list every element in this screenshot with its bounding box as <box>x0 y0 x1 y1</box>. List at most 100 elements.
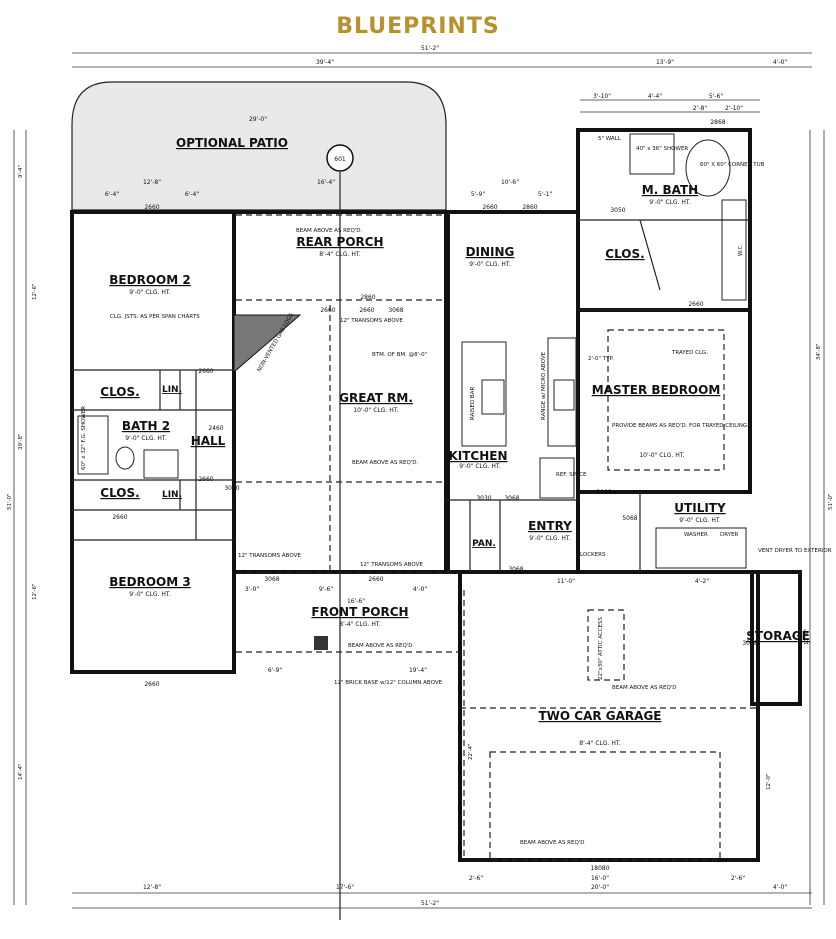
note-beam-rear: BEAM ABOVE AS REQ'D. <box>296 228 363 234</box>
door-tag: 2860 <box>360 294 375 301</box>
dim-front-5: 16'-6" <box>347 598 365 605</box>
fireplace <box>233 314 302 374</box>
room-bath-2: BATH 2 <box>122 419 170 433</box>
door-tag: 5068 <box>622 515 637 522</box>
room-front-porch: FRONT PORCH <box>311 605 408 619</box>
dim-left-4: 14'-4" <box>18 763 24 780</box>
room-dining-ht: 9'-0" CLG. HT. <box>469 261 511 268</box>
door-tags: 2660 2660 2860 2660 2660 3068 3068 2660 … <box>112 119 757 872</box>
note-wic: W.C. <box>738 244 744 256</box>
dim-left-2: 39'-8" <box>18 433 24 450</box>
room-labels: OPTIONAL PATIO REAR PORCH 8'-4" CLG. HT.… <box>100 136 810 747</box>
dimension-lines <box>13 52 825 909</box>
interior-walls <box>72 214 758 861</box>
dim-overall-top: 51'-2" <box>421 45 439 52</box>
dim-top-row-0: 3'-10" <box>593 93 611 100</box>
dim-left-1: 12'-6" <box>32 283 38 300</box>
door-tag: 3050 <box>610 207 625 214</box>
dim-right-0: 34'-8" <box>816 343 822 360</box>
dim-front-1: 9'-6" <box>319 586 333 593</box>
door-tag: 3068 <box>742 640 757 647</box>
room-great-room-ht: 10'-0" CLG. HT. <box>353 407 398 414</box>
room-bedroom-3: BEDROOM 3 <box>109 575 190 589</box>
dim-front-6: 11'-0" <box>557 578 575 585</box>
room-optional-patio: OPTIONAL PATIO <box>176 136 288 150</box>
note-clg-jsts: CLG. JSTS. AS PER SPAN CHARTS <box>110 314 200 320</box>
optional-patio <box>71 81 447 211</box>
door-tag: 3030 <box>476 495 491 502</box>
door-tag: 2660 <box>144 681 159 688</box>
room-hall: HALL <box>191 434 226 448</box>
room-bedroom-2: BEDROOM 2 <box>109 273 190 287</box>
dim-porch-2: 6'-4" <box>105 191 119 198</box>
room-master-closet: CLOS. <box>605 247 644 261</box>
room-bedroom-2-ht: 9'-0" CLG. HT. <box>129 289 171 296</box>
dim-right-3: 22'-4" <box>468 743 474 760</box>
note-dryer: DRYER <box>720 532 739 538</box>
room-great-room: GREAT RM. <box>339 391 413 405</box>
dim-garage-2: 2'-6" <box>731 875 745 882</box>
room-closet-2: CLOS. <box>100 486 139 500</box>
dim-top-row-4: 2'-10" <box>725 105 743 112</box>
room-pantry: PAN. <box>472 539 496 549</box>
dim-top-row-2: 5'-6" <box>709 93 723 100</box>
room-linen-1: LIN. <box>162 385 182 395</box>
door-tag: 3030 <box>224 485 239 492</box>
dim-porch-4: 5'-9" <box>471 191 485 198</box>
dim-porch-3: 6'-4" <box>185 191 199 198</box>
door-tag: 2660 <box>688 301 703 308</box>
dim-overall-left: 51'-0" <box>7 493 13 510</box>
dim-bottom-1: 17'-6" <box>336 884 354 891</box>
dim-top-b: 13'-9" <box>656 59 674 66</box>
note-typ: 2'-0" TYP. <box>588 356 614 362</box>
section-tag: 601 <box>334 156 346 163</box>
room-entry: ENTRY <box>528 519 572 533</box>
room-front-porch-ht: 8'-4" CLG. HT. <box>339 621 381 628</box>
note-beam-garage2: BEAM ABOVE AS REQ'D <box>520 840 585 846</box>
note-transoms-rear: 12" TRANSOMS ABOVE <box>340 318 403 324</box>
door-tag: 3068 <box>508 566 523 573</box>
door-tag: 3068 <box>596 489 611 496</box>
note-raised-bar: RAISED BAR <box>470 387 476 420</box>
door-tag: 2660 <box>368 576 383 583</box>
dim-bottom-3: 4'-0" <box>773 884 787 891</box>
note-washer: WASHER <box>684 532 708 538</box>
door-tag: 18080 <box>590 865 609 872</box>
dimension-texts: 51'-2" 51'-2" 51'-0" 51'-0" 39'-4" 13'-9… <box>7 45 834 907</box>
dim-garage-0: 2'-6" <box>469 875 483 882</box>
door-tag: 3068 <box>504 495 519 502</box>
door-tag: 2660 <box>320 307 335 314</box>
room-utility: UTILITY <box>674 501 726 515</box>
door-tag: 2660 <box>359 307 374 314</box>
room-master-bedroom: MASTER BEDROOM <box>592 383 721 397</box>
room-linen-2: LIN. <box>162 490 182 500</box>
note-beam-great: BEAM ABOVE AS REQ'D. <box>352 460 419 466</box>
fixtures <box>77 133 747 650</box>
section-tag-circle <box>326 144 354 172</box>
dim-top-row-1: 4'-4" <box>648 93 662 100</box>
door-tag: 2660 <box>482 204 497 211</box>
room-entry-ht: 9'-0" CLG. HT. <box>529 535 571 542</box>
door-tag: 2660 <box>112 514 127 521</box>
note-provide-beams: PROVIDE BEAMS AS REQ'D. FOR TRAYED CEILI… <box>612 423 749 429</box>
dim-front-4: 6'-9" <box>268 667 282 674</box>
room-bath-2-ht: 9'-0" CLG. HT. <box>125 435 167 442</box>
room-utility-ht: 9'-0" CLG. HT. <box>679 517 721 524</box>
dim-porch-6: 5'-1" <box>538 191 552 198</box>
room-kitchen: KITCHEN <box>448 449 507 463</box>
dim-porch-5: 10'-6" <box>501 179 519 186</box>
dim-porch-1: 16'-4" <box>317 179 335 186</box>
note-beam-front: BEAM ABOVE AS REQ'D. <box>348 643 415 649</box>
room-kitchen-ht: 9'-0" CLG. HT. <box>459 463 501 470</box>
room-two-car-garage: TWO CAR GARAGE <box>538 709 661 723</box>
dim-bottom-0: 12'-8" <box>143 884 161 891</box>
dim-left-0: 9'-4" <box>18 165 24 178</box>
dim-front-7: 4'-2" <box>695 578 709 585</box>
dim-overall-right: 51'-0" <box>828 493 834 510</box>
dim-front-0: 3'-0" <box>245 586 259 593</box>
note-beam-garage: BEAM ABOVE AS REQ'D <box>612 685 677 691</box>
note-transoms-front: 12" TRANSOMS ABOVE <box>360 562 423 568</box>
room-master-bedroom-ht: 10'-0" CLG. HT. <box>639 452 684 459</box>
door-tag: 2860 <box>522 204 537 211</box>
